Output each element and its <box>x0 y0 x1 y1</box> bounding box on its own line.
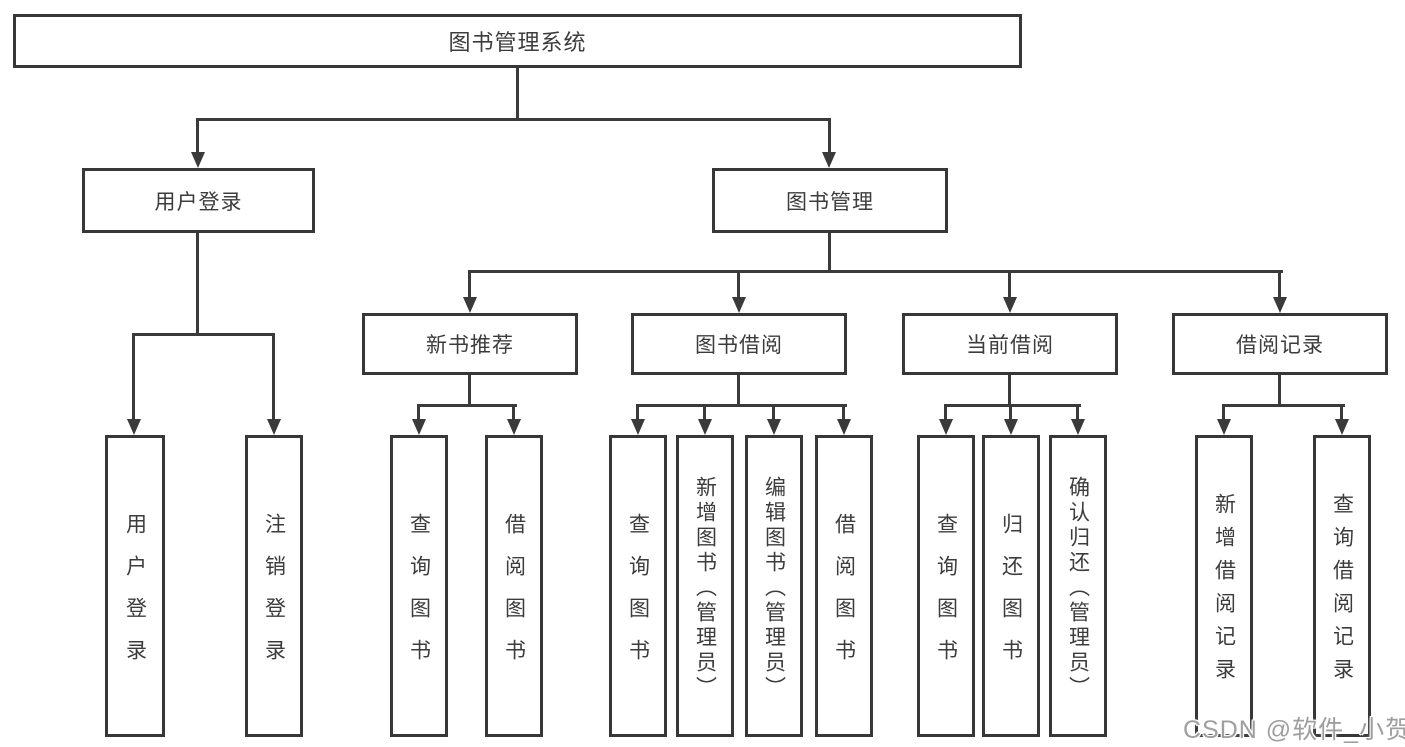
leaf-user-login-label: 用户登录 <box>123 512 147 681</box>
arrow-down-icon <box>1004 419 1018 435</box>
leaf-add-book-admin: 新增图书（管理员） <box>676 435 734 737</box>
leaf-add-borrow-record: 新增借阅记录 <box>1195 435 1253 737</box>
connector-level2-branch <box>196 118 831 121</box>
node-book-management-label: 图书管理 <box>786 190 874 214</box>
connector-leaf-stub <box>636 404 639 421</box>
leaf-borrow-books-2: 借阅图书 <box>815 435 873 737</box>
leaf-borrow-books-1-label: 借阅图书 <box>502 512 526 681</box>
connector-leaf-stub <box>1076 404 1079 421</box>
csdn-watermark: CSDN @软件_小贺同学 <box>1183 716 1405 744</box>
arrow-down-icon <box>191 152 205 168</box>
node-root-label: 图书管理系统 <box>448 30 587 55</box>
leaf-logout: 注销登录 <box>245 435 303 737</box>
connector-branch <box>1222 404 1345 407</box>
arrow-down-icon <box>412 419 426 435</box>
node-new-book-recommend-label: 新书推荐 <box>426 334 514 357</box>
arrow-down-icon <box>698 419 712 435</box>
leaf-add-borrow-record-label: 新增借阅记录 <box>1212 493 1236 691</box>
arrow-down-icon <box>1273 297 1287 313</box>
arrow-down-icon <box>732 297 746 313</box>
connector-leaf-stub <box>703 404 706 421</box>
arrow-down-icon <box>1335 419 1349 435</box>
connector-leaf-stub <box>1009 404 1012 421</box>
connector-level3-stub <box>468 270 471 299</box>
leaf-query-borrow-record-label: 查询借阅记录 <box>1330 493 1354 691</box>
leaf-confirm-return-admin-label: 确认归还（管理员） <box>1066 475 1090 701</box>
arrow-down-icon <box>1071 419 1085 435</box>
leaf-confirm-return-admin: 确认归还（管理员） <box>1049 435 1107 737</box>
connector-root-stem <box>516 68 519 120</box>
leaf-logout-label: 注销登录 <box>262 512 286 681</box>
arrow-down-icon <box>1003 297 1017 313</box>
leaf-borrow-books-2-label: 借阅图书 <box>832 512 856 681</box>
leaf-return-books-label: 归还图书 <box>999 512 1023 681</box>
leaf-query-books-1-label: 查询图书 <box>407 512 431 681</box>
node-user-login: 用户登录 <box>82 168 315 233</box>
connector-leaf-stub <box>272 333 275 421</box>
connector-leaf-stub <box>1340 404 1343 421</box>
leaf-user-login: 用户登录 <box>105 435 165 737</box>
node-borrowing-records-label: 借阅记录 <box>1236 334 1324 357</box>
node-borrowing-records: 借阅记录 <box>1172 313 1388 375</box>
node-root-system: 图书管理系统 <box>13 14 1022 68</box>
connector-leaf-stub <box>132 333 135 421</box>
connector-book-mgmt-stub <box>828 118 831 154</box>
leaf-query-books-3: 查询图书 <box>917 435 975 737</box>
connector-stem <box>1278 375 1281 406</box>
leaf-query-books-2-label: 查询图书 <box>626 512 650 681</box>
leaf-edit-book-admin: 编辑图书（管理员） <box>745 435 803 737</box>
connector-stem <box>1008 375 1011 406</box>
connector-level3-stub <box>737 270 740 299</box>
node-book-borrowing: 图书借阅 <box>631 313 847 375</box>
arrow-down-icon <box>1217 419 1231 435</box>
leaf-query-borrow-record: 查询借阅记录 <box>1313 435 1371 737</box>
connector-user-login-branch <box>132 333 275 336</box>
arrow-down-icon <box>767 419 781 435</box>
arrow-down-icon <box>939 419 953 435</box>
connector-user-login-stub <box>196 118 199 154</box>
node-new-book-recommend: 新书推荐 <box>362 313 578 375</box>
leaf-return-books: 归还图书 <box>982 435 1040 737</box>
connector-leaf-stub <box>417 404 420 421</box>
arrow-down-icon <box>463 297 477 313</box>
node-book-borrowing-label: 图书借阅 <box>695 334 783 357</box>
arrow-down-icon <box>127 419 141 435</box>
node-current-borrowing: 当前借阅 <box>902 313 1118 375</box>
connector-branch <box>417 404 517 407</box>
leaf-query-books-1: 查询图书 <box>390 435 448 737</box>
arrow-down-icon <box>822 152 836 168</box>
node-book-management: 图书管理 <box>712 168 948 233</box>
connector-leaf-stub <box>772 404 775 421</box>
connector-stem <box>737 375 740 406</box>
connector-stem <box>468 375 471 406</box>
arrow-down-icon <box>267 419 281 435</box>
arrow-down-icon <box>837 419 851 435</box>
leaf-borrow-books-1: 借阅图书 <box>485 435 543 737</box>
connector-leaf-stub <box>512 404 515 421</box>
connector-branch <box>636 404 847 407</box>
connector-leaf-stub <box>842 404 845 421</box>
connector-leaf-stub <box>944 404 947 421</box>
node-user-login-label: 用户登录 <box>154 190 243 214</box>
connector-level3-branch <box>468 270 1283 273</box>
connector-user-login-stem <box>196 233 199 335</box>
connector-branch <box>944 404 1081 407</box>
connector-level3-stub <box>1008 270 1011 299</box>
leaf-query-books-3-label: 查询图书 <box>934 512 958 681</box>
node-current-borrowing-label: 当前借阅 <box>966 334 1054 357</box>
leaf-query-books-2: 查询图书 <box>609 435 667 737</box>
connector-leaf-stub <box>1222 404 1225 421</box>
connector-book-mgmt-stem <box>828 233 831 273</box>
leaf-add-book-admin-label: 新增图书（管理员） <box>693 475 717 701</box>
leaf-edit-book-admin-label: 编辑图书（管理员） <box>762 475 786 701</box>
arrow-down-icon <box>631 419 645 435</box>
arrow-down-icon <box>507 419 521 435</box>
connector-level3-stub <box>1278 270 1281 299</box>
